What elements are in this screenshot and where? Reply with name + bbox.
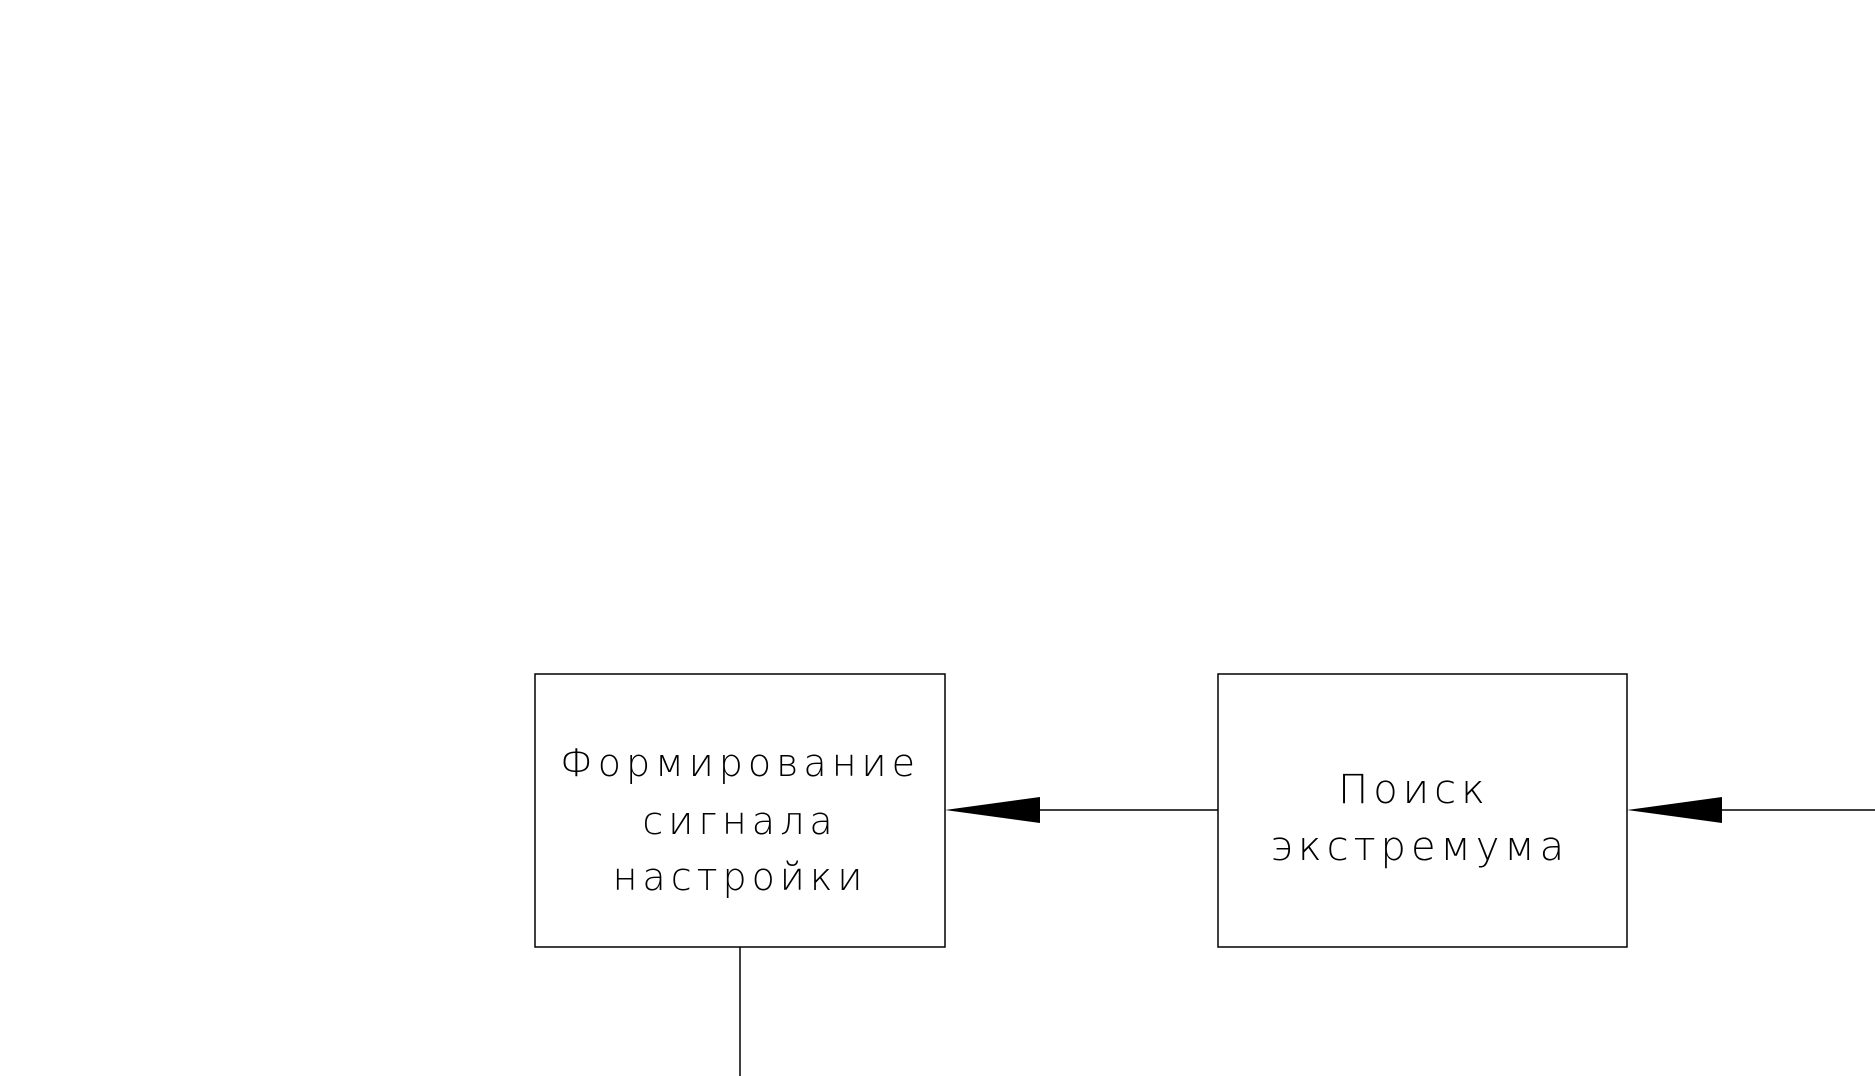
connector-input-to-poisk [1627,797,1875,823]
block-formirovanie-line-3: настройки [613,855,868,899]
connector-poisk-to-formirovanie [945,797,1218,823]
block-poisk-ekstremuma: Поиск экстремума [1217,673,1628,948]
block-poisk-line-2: экстремума [1271,824,1569,870]
block-formirovanie-line-2: сигнала [642,799,837,843]
block-formirovanie-line-1: Формирование [560,741,920,785]
arrowhead-left-icon [945,797,1040,823]
block-formirovanie-signala: Формирование сигнала настройки [534,673,946,948]
block-poisk-line-1: Поиск [1338,767,1490,813]
arrowhead-left-icon [1627,797,1722,823]
